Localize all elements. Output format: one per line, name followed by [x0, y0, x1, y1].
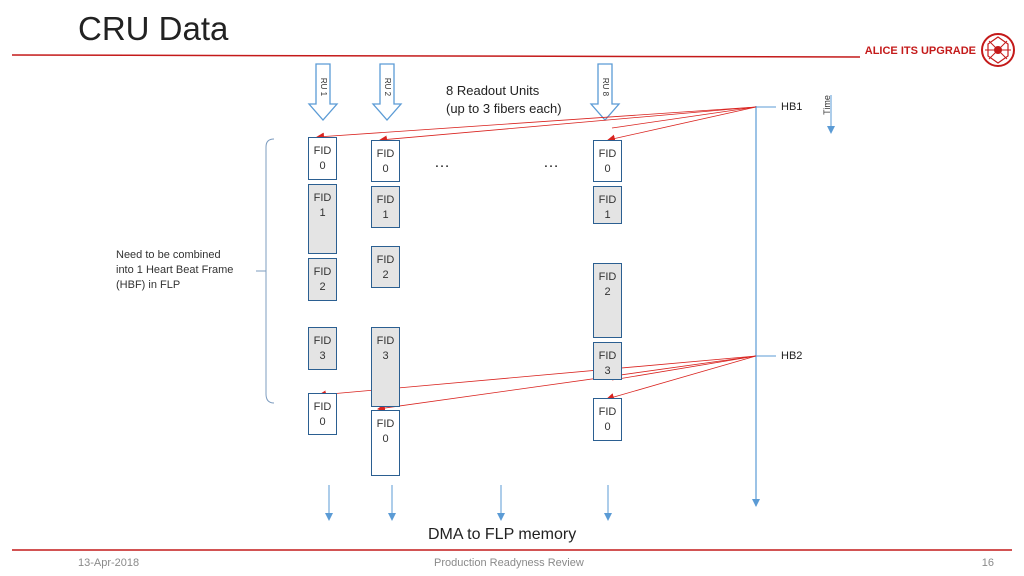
readout-line-2: (up to 3 fibers each)	[446, 101, 562, 116]
ru-label-8: RU 8	[601, 77, 610, 97]
hb2-arrow-col8	[606, 355, 757, 401]
footer-date: 13-Apr-2018	[78, 557, 140, 569]
hb1-label: HB1	[781, 101, 803, 113]
ellipsis-2: …	[543, 154, 559, 171]
dma-label: DMA to FLP memory	[428, 526, 577, 543]
combine-bracket	[265, 138, 275, 404]
page-title: CRU Data	[78, 10, 229, 47]
readout-line-1: 8 Readout Units	[446, 83, 540, 98]
combine-line-2: into 1 Heart Beat Frame	[116, 264, 234, 276]
ru-arrow-1	[307, 63, 339, 121]
alice-logo-icon	[981, 33, 1015, 67]
ru-label-2: RU 2	[383, 77, 392, 97]
page-number: 16	[981, 557, 994, 569]
hb2-arrow-col2	[377, 355, 757, 412]
ru-arrow-8	[589, 63, 621, 121]
readout-note: 8 Readout Units (up to 3 fibers each)	[446, 82, 562, 118]
hb1-arrow-col8b	[611, 106, 757, 129]
combine-note: Need to be combined into 1 Heart Beat Fr…	[116, 248, 233, 293]
time-label: Time	[822, 95, 832, 115]
hb1-arrow-col8	[607, 106, 757, 143]
brand-label: ALICE ITS UPGRADE	[864, 45, 976, 57]
ellipsis-1: …	[434, 154, 450, 171]
combine-line-3: (HBF) in FLP	[116, 279, 181, 291]
hb1-arrow-col1	[316, 106, 757, 141]
hb2-label: HB2	[781, 350, 803, 362]
hb2-arrow-col8b	[611, 355, 757, 381]
footer-title: Production Readyness Review	[434, 557, 584, 569]
hb1-arrow-col2	[379, 106, 757, 144]
combine-line-1: Need to be combined	[116, 249, 221, 261]
ru-arrow-2	[371, 63, 403, 121]
title-rule	[11, 54, 861, 58]
ru-label-1: RU 1	[319, 77, 328, 97]
